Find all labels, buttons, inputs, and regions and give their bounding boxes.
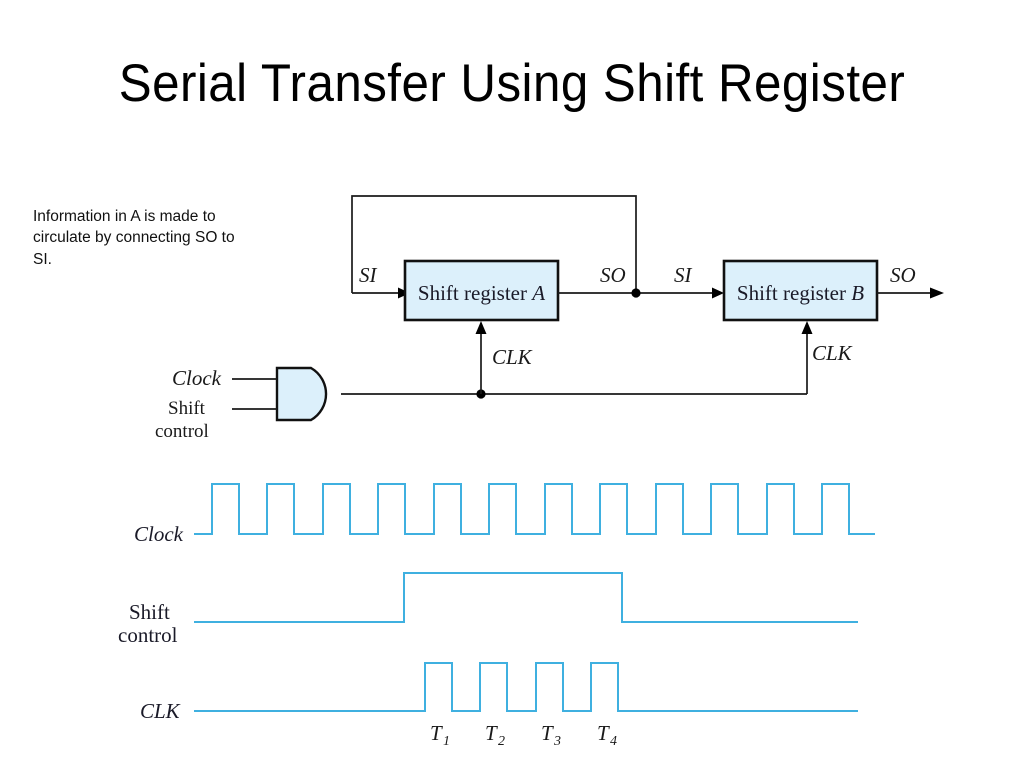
shift-register-b-box[interactable] xyxy=(722,259,879,322)
time-marker-t4-label: T xyxy=(597,721,610,745)
clk-a-arrowhead xyxy=(475,321,487,334)
label-si-b: SI xyxy=(674,263,693,287)
time-marker-t3-sub: 3 xyxy=(553,734,561,749)
label-gate-shift: Shift xyxy=(168,398,206,419)
time-marker-t3-label: T xyxy=(541,721,554,745)
waveform-clk xyxy=(194,662,858,712)
so-a-junction-dot xyxy=(631,288,641,298)
shift-register-b-label-text: Shift register xyxy=(737,281,851,305)
label-so-a: SO xyxy=(600,263,626,287)
time-marker-t2-sub: 2 xyxy=(498,734,505,749)
waveform-label-shift-control: control xyxy=(118,623,178,647)
time-marker-t2-label: T xyxy=(485,721,498,745)
label-so-b: SO xyxy=(890,263,916,287)
shift-register-b-label-emph: B xyxy=(851,281,864,305)
explanatory-note: Information in A is made to circulate by… xyxy=(33,208,235,268)
timing-diagram: Clock Shift control CLK T 1 T 2 T 3 xyxy=(118,483,875,749)
and-gate-body[interactable] xyxy=(275,366,328,422)
page-title: Serial Transfer Using Shift Register xyxy=(118,54,906,113)
waveform-clock xyxy=(194,483,875,535)
shift-register-a-label-text: Shift register xyxy=(418,281,532,305)
label-gate-shift-control: control xyxy=(155,421,209,442)
waveform-label-clock: Clock xyxy=(134,522,184,546)
time-marker-t1-sub: 1 xyxy=(443,734,450,749)
clk-b-arrowhead xyxy=(801,321,813,334)
block-diagram: SI Shift register A SO SI Shift register… xyxy=(155,195,944,442)
shift-register-a-label: Shift register A xyxy=(418,281,545,305)
label-gate-clock: Clock xyxy=(172,366,222,390)
time-marker-t4: T 4 xyxy=(597,721,617,749)
label-si-a: SI xyxy=(359,263,378,287)
shift-register-a-box[interactable] xyxy=(403,259,560,322)
time-marker-t4-sub: 4 xyxy=(610,734,617,749)
label-clk-a: CLK xyxy=(492,345,533,369)
time-marker-t1-label: T xyxy=(430,721,443,745)
label-clk-b: CLK xyxy=(812,341,853,365)
feedback-wire xyxy=(351,195,637,293)
so-b-arrowhead xyxy=(930,287,944,299)
time-marker-t3: T 3 xyxy=(541,721,561,749)
si-b-arrowhead xyxy=(712,287,724,299)
waveform-shift-control xyxy=(194,572,858,623)
time-marker-t2: T 2 xyxy=(485,721,505,749)
shift-register-b-label: Shift register B xyxy=(737,281,864,305)
waveform-label-clk: CLK xyxy=(140,699,181,723)
waveform-label-shift: Shift xyxy=(129,600,170,624)
time-marker-t1: T 1 xyxy=(430,721,450,749)
shift-register-a-label-emph: A xyxy=(530,281,545,305)
